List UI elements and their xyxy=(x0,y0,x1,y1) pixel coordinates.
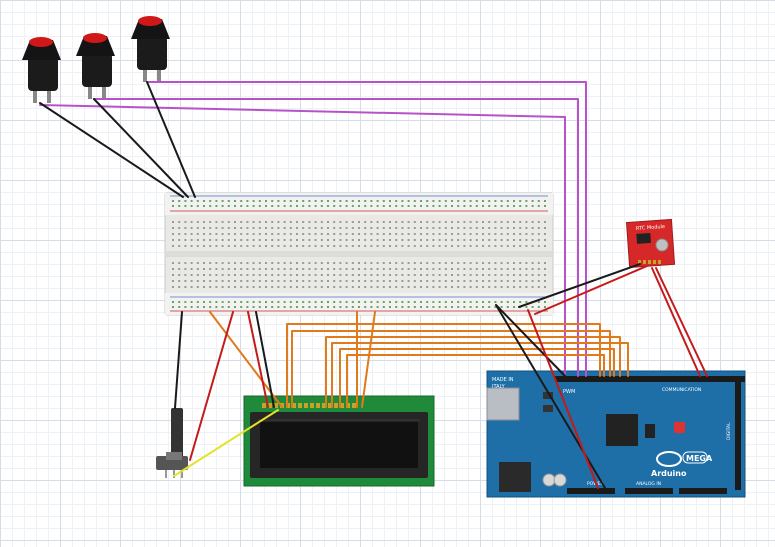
communication-label: COMMUNICATION xyxy=(662,387,701,393)
microcontroller-chip xyxy=(606,414,638,446)
usb-port xyxy=(486,387,520,421)
wire-orange-lcd-2 xyxy=(291,330,611,408)
wire-orange-lcd-4 xyxy=(331,342,629,408)
breadboard-holes xyxy=(172,200,546,308)
wire-purple-button-2 xyxy=(93,98,579,377)
wire-black-button-1 xyxy=(39,102,184,198)
wire-black-lcd-ground xyxy=(255,311,275,408)
rtc-module: RTC Module xyxy=(625,218,676,269)
italy-label: ITALY xyxy=(492,384,506,390)
analog-header-2 xyxy=(679,488,727,494)
wire-red-rtc-sda xyxy=(651,267,701,377)
rtc-module-label: RTC Module xyxy=(636,224,665,232)
made-in-label: MADE IN xyxy=(492,377,514,383)
reset-button xyxy=(674,422,685,433)
wire-black-button-3 xyxy=(146,81,196,198)
mega-label: MEGA xyxy=(686,454,713,463)
wire-black-pot xyxy=(174,311,183,409)
wire-red-lcd-power xyxy=(247,311,269,408)
power-header xyxy=(567,488,615,494)
wire-purple-button-3 xyxy=(146,81,587,377)
arduino-mega-board: MADE IN ITALY PWM COMMUNICATION POWER AN… xyxy=(486,370,746,498)
analog-header xyxy=(625,488,673,494)
arduino-brand-label: Arduino xyxy=(651,469,687,478)
rtc-pins xyxy=(638,260,661,264)
wire-black-rtc-gnd xyxy=(518,263,641,308)
push-button-2 xyxy=(76,33,115,99)
analog-in-label: ANALOG IN xyxy=(636,481,661,487)
wire-black-button-2 xyxy=(93,98,189,198)
wire-red-pot xyxy=(189,311,234,461)
top-pin-header xyxy=(555,376,745,382)
power-label: POWER xyxy=(587,481,604,487)
power-jack xyxy=(499,462,531,492)
push-button-1 xyxy=(22,37,61,103)
push-button-3 xyxy=(131,16,170,82)
lcd-display xyxy=(243,395,435,487)
wire-red-arduino-5v xyxy=(527,309,599,489)
wire-orange-lcd-6 xyxy=(346,354,605,408)
wire-red-rtc-scl xyxy=(655,267,708,377)
side-pin-header xyxy=(735,382,741,490)
digital-label: DIGITAL xyxy=(726,422,732,440)
breadboard xyxy=(164,192,554,316)
wire-red-rtc-vcc xyxy=(534,265,648,315)
pwm-label: PWM xyxy=(563,389,575,395)
wire-orange-lcd-5 xyxy=(339,348,615,408)
wire-orange-lcd-3 xyxy=(325,336,621,408)
wire-yellow-pot-wiper xyxy=(173,409,279,477)
wire-orange-lcd-8 xyxy=(361,311,376,408)
potentiometer xyxy=(156,408,188,478)
arduino-logo xyxy=(656,451,682,467)
